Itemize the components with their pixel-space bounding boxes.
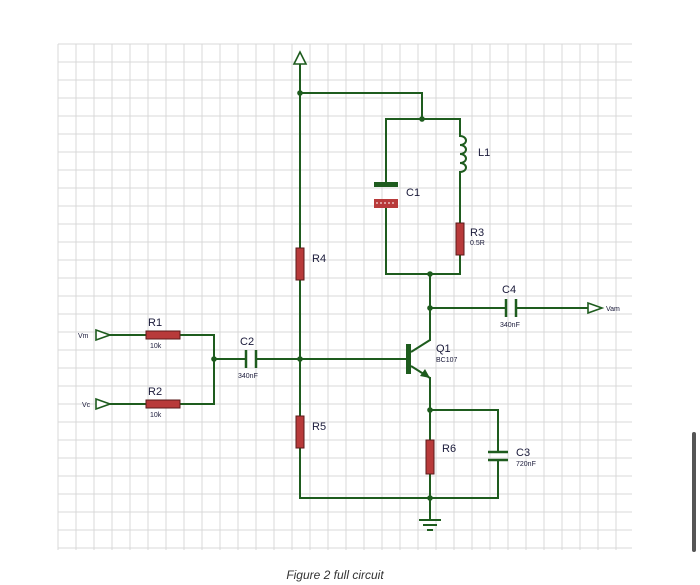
junctions	[211, 90, 433, 501]
l1-label: L1	[478, 147, 490, 159]
c4-value: 340nF	[500, 322, 520, 329]
scrollbar-thumb[interactable]	[692, 432, 696, 552]
supply-arrow	[292, 50, 308, 65]
inductor-l1: L1	[458, 134, 490, 174]
resistor-r2: R2 10k	[145, 386, 181, 419]
c2-label: C2	[240, 336, 254, 348]
r4-label: R4	[312, 253, 326, 265]
r1-value: 10k	[150, 343, 162, 350]
c3-value: 720nF	[516, 461, 536, 468]
r3-value: 0.5R	[470, 240, 485, 247]
terminal-vc: Vc	[82, 397, 113, 411]
schematic-grid	[57, 43, 632, 550]
capacitor-c1: C1	[374, 182, 420, 208]
figure-caption: Figure 2 full circuit	[286, 568, 384, 582]
vc-label: Vc	[82, 402, 91, 409]
r2-value: 10k	[150, 412, 162, 419]
r1-label: R1	[148, 317, 162, 329]
r6-label: R6	[442, 443, 456, 455]
c2-value: 340nF	[238, 373, 258, 380]
vm-label: Vm	[78, 333, 89, 340]
transistor-q1: Q1 BC107	[406, 339, 458, 379]
c4-label: C4	[502, 284, 516, 296]
r3-label: R3	[470, 227, 484, 239]
capacitor-c4: C4 340nF	[500, 284, 520, 329]
resistor-r3: R3 0.5R	[455, 222, 485, 256]
r2-label: R2	[148, 386, 162, 398]
c3-label: C3	[516, 447, 530, 459]
resistor-r6: R6	[425, 439, 456, 475]
vam-label: Vam	[606, 306, 620, 313]
resistor-r4: R4	[295, 247, 326, 281]
terminal-vm: Vm	[78, 328, 113, 342]
terminal-vam: Vam	[587, 301, 620, 315]
ground-symbol	[419, 519, 441, 531]
q1-label: Q1	[436, 343, 451, 355]
capacitor-c3: C3 720nF	[488, 447, 536, 468]
resistor-r1: R1 10k	[145, 317, 181, 350]
r5-label: R5	[312, 421, 326, 433]
q1-value: BC107	[436, 357, 458, 364]
capacitor-c2: C2 340nF	[238, 336, 258, 380]
resistor-r5: R5	[295, 415, 326, 449]
c1-label: C1	[406, 187, 420, 199]
